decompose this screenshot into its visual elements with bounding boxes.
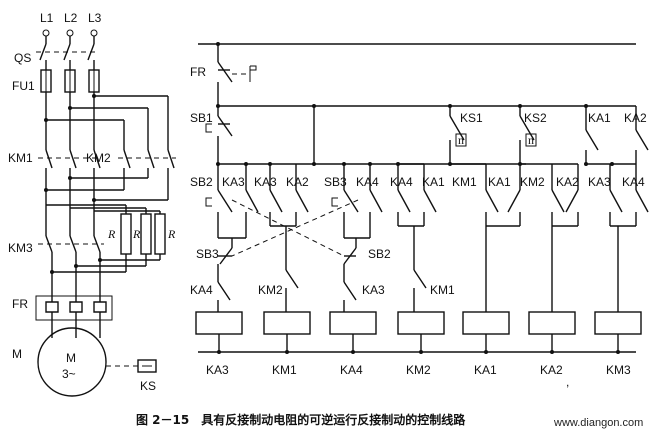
coil-ka3 [195,311,243,335]
coil-labels: KA3 KM1 KA4 KM2 KA1 KA2 KM3 , [206,363,631,389]
terminal-l3 [90,29,98,37]
coil-row [195,311,642,335]
coil-km1 [263,311,311,335]
resistor-label-1: R [107,227,116,241]
terminal-l2 [66,29,74,37]
coil-km2 [397,311,445,335]
ka1-top-label: KA1 [588,111,611,125]
motor-label: M [66,351,76,365]
resistor-label-2: R [132,227,141,241]
km1-lower-label: KM1 [430,283,455,297]
sb1-label: SB1 [190,111,213,125]
terminal-l1 [42,29,50,37]
row-label-ka2-b: KA2 [556,175,579,189]
coil-label-km3: KM3 [606,363,631,377]
control-circuit: FR SB1 [190,42,649,389]
main-circuit: L1 L2 L3 QS FU1 [8,11,176,397]
ka2-top-contact [635,106,649,164]
coil-label-ka4: KA4 [340,363,363,377]
qs-label: QS [14,51,31,65]
stray-mark: , [566,375,569,389]
coil-ka4 [329,311,377,335]
ks2-label: KS2 [524,111,547,125]
fu1-fuses [40,69,100,93]
coil-label-ka2: KA2 [540,363,563,377]
row-label-ka3-c: KA3 [588,175,611,189]
row-label-sb2: SB2 [190,175,213,189]
row-label-ka2: KA2 [286,175,309,189]
ka1-top-contact [585,106,599,164]
ks2-contact: n [519,106,537,164]
ks-label: KS [140,379,156,393]
contact-row-labels: SB2 KA3 KA3 KA2 SB3 KA4 KA4 KA1 KM1 KA1 … [190,175,645,189]
svg-text:n: n [458,133,464,147]
coil-label-ka3: KA3 [206,363,229,377]
row-label-ka3-a: KA3 [222,175,245,189]
km2-lower-label: KM2 [258,283,283,297]
watermark: www.diangon.com [553,417,643,429]
row-label-ka3-b: KA3 [254,175,277,189]
motor-phase-label: 3~ [62,367,76,381]
ks1-label: KS1 [460,111,483,125]
coil-ka1 [462,311,510,335]
km3-contacts [38,235,104,253]
row-label-ka1-b: KA1 [488,175,511,189]
sb2-lower-label: SB2 [368,247,391,261]
svg-text:n: n [528,133,534,147]
row-label-sb3: SB3 [324,175,347,189]
row-label-ka4-c: KA4 [622,175,645,189]
km2-label: KM2 [86,151,111,165]
row-label-ka4-a: KA4 [356,175,379,189]
km1-contacts [38,149,101,169]
sb1-button [205,106,233,164]
fr-main-label: FR [12,297,28,311]
lower-contacts [217,238,427,312]
coil-ka2 [528,311,576,335]
phase-label-l2: L2 [64,11,78,25]
phase-label-l3: L3 [88,11,102,25]
phase-label-l1: L1 [40,11,54,25]
qs-switch [36,36,96,70]
row-label-ka1-a: KA1 [422,175,445,189]
km2-contacts [118,149,176,169]
motor-symbol: M 3~ [37,327,107,397]
resistor-bank [120,213,166,255]
figure-caption: 图 2－15 具有反接制动电阻的可逆运行反接制动的控制线路 [136,412,466,427]
fr-thermal-element [35,295,113,338]
fr-nc-contact [217,61,257,106]
motor-tag: M [12,347,22,361]
row-label-km1: KM1 [452,175,477,189]
resistor-label-3: R [167,227,176,241]
km3-label: KM3 [8,241,33,255]
interlock-sb3-sb2 [231,199,359,257]
branch-contacts [205,163,649,312]
ks1-contact: n [449,106,467,164]
coil-label-km2: KM2 [406,363,431,377]
row-label-km2: KM2 [520,175,545,189]
ka3-lower-label: KA3 [362,283,385,297]
sb3-lower-label: SB3 [196,247,219,261]
fr-control-label: FR [190,65,206,79]
coil-label-km1: KM1 [272,363,297,377]
ka4-lower-label: KA4 [190,283,213,297]
coil-km3 [594,311,642,335]
fu1-label: FU1 [12,79,35,93]
row-label-ka4-b: KA4 [390,175,413,189]
km1-label: KM1 [8,151,33,165]
coil-label-ka1: KA1 [474,363,497,377]
interlock-sb2-sb3 [231,199,345,257]
